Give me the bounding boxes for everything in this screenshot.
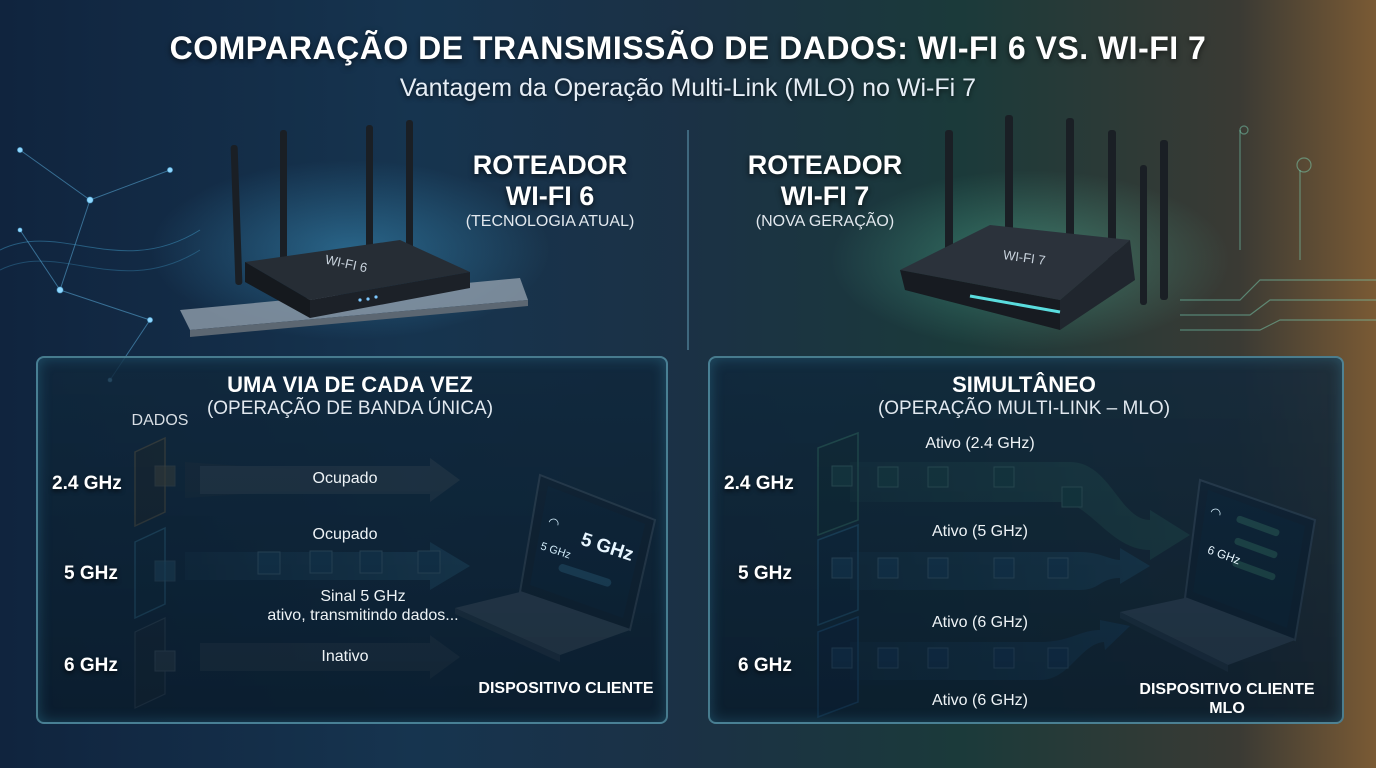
mlo-band-label-24ghz: 2.4 GHz (724, 473, 794, 494)
band-label-5ghz: 5 GHz (64, 563, 118, 584)
right-device-label-line1: DISPOSITIVO CLIENTE (1139, 681, 1315, 698)
mlo-status-5ghz: Ativo (5 GHz) (931, 523, 1028, 540)
right-device-label: DISPOSITIVO CLIENTE MLO (1122, 680, 1332, 718)
band-note-5ghz-line1: Sinal 5 GHz (320, 588, 406, 605)
mlo-panel (708, 356, 1344, 724)
right-device-label-line2: MLO (1209, 700, 1245, 717)
left-device-label: DISPOSITIVO CLIENTE (478, 680, 654, 697)
mlo-status-24ghz: Ativo (2.4 GHz) (925, 435, 1035, 452)
wifi6-router-note: (TECNOLOGIA ATUAL) (465, 213, 635, 230)
wifi6-router-title: ROTEADOR WI-FI 6 (430, 150, 670, 212)
circuit-decoration (1180, 125, 1376, 331)
wifi7-router-title-line1: ROTEADOR (747, 150, 903, 180)
wifi6-router-title-line1: ROTEADOR (472, 150, 628, 180)
mlo-status-6ghz-lower: Ativo (6 GHz) (931, 692, 1028, 709)
wifi7-router-title: ROTEADOR WI-FI 7 (705, 150, 945, 212)
mlo-band-label-6ghz: 6 GHz (738, 655, 792, 676)
single-band-panel-title: UMA VIA DE CADA VEZ (227, 372, 473, 397)
wifi7-router-note: (NOVA GERAÇÃO) (755, 213, 895, 230)
band-status-24ghz: Ocupado (312, 470, 378, 487)
wifi7-router-graphic (830, 115, 1230, 350)
mlo-panel-subtitle: (OPERAÇÃO MULTI-LINK – MLO) (877, 398, 1171, 419)
mlo-band-label-5ghz: 5 GHz (738, 563, 792, 584)
single-band-panel (36, 356, 668, 724)
band-note-5ghz-line2: ativo, transmitindo dados... (267, 607, 459, 624)
page-title: COMPARAÇÃO DE TRANSMISSÃO DE DADOS: WI-F… (169, 30, 1207, 66)
page-subtitle: Vantagem da Operação Multi-Link (MLO) no… (399, 74, 977, 102)
wifi6-router-title-line2: WI-FI 6 (505, 181, 595, 211)
band-note-5ghz: Sinal 5 GHz ativo, transmitindo dados... (248, 587, 478, 625)
single-band-panel-subtitle: (OPERAÇÃO DE BANDA ÚNICA) (206, 398, 494, 419)
mlo-status-6ghz: Ativo (6 GHz) (931, 614, 1028, 631)
wifi7-router-title-line2: WI-FI 7 (780, 181, 870, 211)
band-status-5ghz: Ocupado (312, 526, 378, 543)
wifi6-router-graphic (150, 120, 550, 340)
data-label: DADOS (131, 412, 189, 429)
band-label-6ghz: 6 GHz (64, 655, 118, 676)
band-status-6ghz: Inativo (321, 648, 369, 665)
mlo-panel-title: SIMULTÂNEO (952, 372, 1096, 397)
band-label-24ghz: 2.4 GHz (52, 473, 122, 494)
